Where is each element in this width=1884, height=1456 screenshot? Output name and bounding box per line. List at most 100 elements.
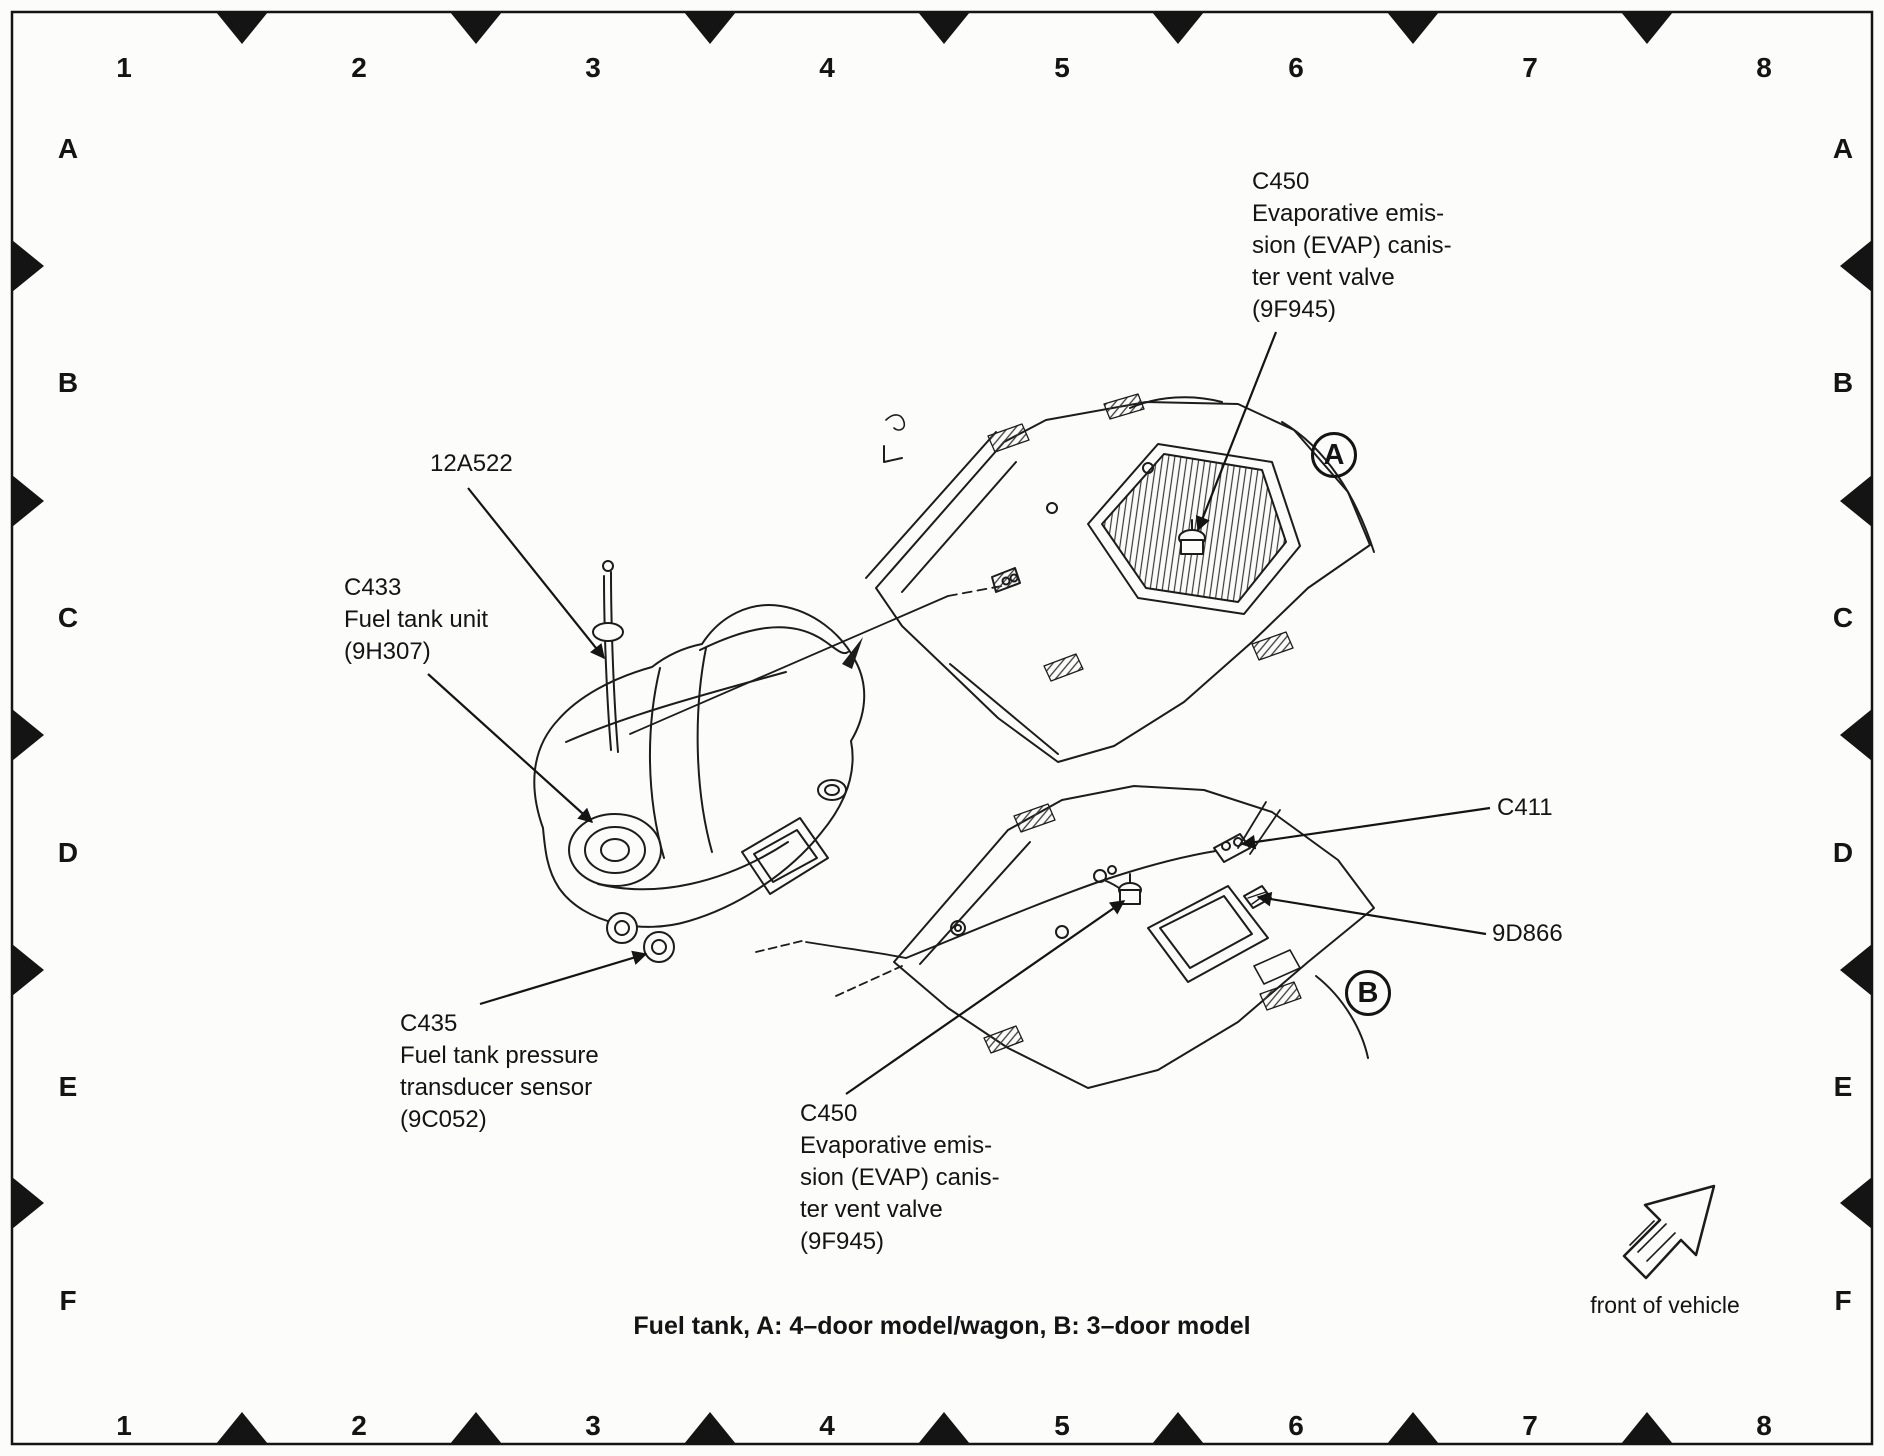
floor-feature [1147, 885, 1269, 983]
grid-triangle-bottom [1387, 1412, 1439, 1444]
grid-col-bottom-4: 4 [819, 1410, 835, 1441]
grid-row-left-a: A [57, 133, 79, 164]
grid-row-left-d: D [57, 837, 79, 868]
hatched-patch [1259, 981, 1302, 1011]
grid-triangle-top [450, 12, 502, 44]
view-b-drawing [755, 785, 1375, 1089]
grid-triangle-top [216, 12, 268, 44]
harness-dashed [835, 965, 903, 997]
grid-triangle-top [1152, 12, 1204, 44]
grid-triangle-left [12, 475, 44, 527]
leader-c435 [479, 950, 648, 1006]
grid-triangle-right [1840, 1177, 1872, 1229]
grid-triangle-right [1840, 475, 1872, 527]
ring-fitting [643, 931, 675, 963]
grid-triangle-right [1840, 944, 1872, 996]
grid-triangle-bottom [216, 1412, 268, 1444]
wheel-arch-line [1315, 975, 1369, 1059]
grid-triangle-top [918, 12, 970, 44]
grid-triangle-left [12, 944, 44, 996]
grid-row-right-f: F [1834, 1285, 1852, 1316]
grid-col-bottom-3: 3 [585, 1410, 601, 1441]
grid-col-top-8: 8 [1756, 52, 1772, 83]
harness-line-b [905, 847, 1239, 959]
tank-fitting [817, 779, 847, 801]
leader-c411 [1240, 806, 1491, 850]
hatched-patch [987, 423, 1030, 453]
leader-lines [427, 331, 1491, 1095]
grid-col-bottom-1: 1 [116, 1410, 132, 1441]
filler-hose [699, 626, 849, 655]
grid-col-top-6: 6 [1288, 52, 1304, 83]
grid-col-top-5: 5 [1054, 52, 1070, 83]
harness-line [629, 595, 949, 735]
hatched-patch [983, 1025, 1024, 1054]
grid-row-right-a: A [1832, 133, 1854, 164]
callout-9d866: 9D866 [1492, 920, 1563, 947]
leader-9d866 [1256, 891, 1487, 936]
leader-c450-top [1196, 331, 1278, 532]
grid-row-right-d: D [1832, 837, 1854, 868]
view-a-marker: A [1311, 432, 1357, 478]
grid-row-left-b: B [57, 367, 79, 398]
grid-row-left-e: E [58, 1071, 78, 1102]
grid-triangle-bottom [918, 1412, 970, 1444]
grid-col-top-1: 1 [116, 52, 132, 83]
grid-triangle-top [684, 12, 736, 44]
grid-triangle-top [1387, 12, 1439, 44]
tank-strap [696, 647, 713, 853]
figure-caption: Fuel tank, A: 4–door model/wagon, B: 3–d… [633, 1312, 1251, 1340]
leader-c433 [427, 673, 594, 823]
view-b-marker: B [1345, 970, 1391, 1016]
grid-triangle-left [12, 1177, 44, 1229]
floor-pan-a-outline [875, 401, 1371, 763]
callout-12a522: 12A522 [430, 450, 513, 477]
grid-col-bottom-2: 2 [351, 1410, 367, 1441]
fuel-tank-drawing [533, 560, 1021, 963]
grid-col-top-3: 3 [585, 52, 601, 83]
callout-c450-top: C450 Evaporative emis- sion (EVAP) canis… [1252, 168, 1452, 323]
grid-edge-triangles [12, 12, 1872, 1444]
ring-fitting [606, 912, 638, 944]
grid-row-left-f: F [59, 1285, 77, 1316]
grid-col-top-2: 2 [351, 52, 367, 83]
spare-tire-well-hatched [1101, 453, 1287, 603]
grid-triangle-bottom [684, 1412, 736, 1444]
harness-line-dashed [947, 585, 1003, 597]
floor-feature [1253, 949, 1301, 985]
grid-triangle-top [1621, 12, 1673, 44]
grid-col-bottom-5: 5 [1054, 1410, 1070, 1441]
callout-c450-bottom: C450 Evaporative emis- sion (EVAP) canis… [800, 1100, 1000, 1255]
floor-pan-b-outline [893, 785, 1375, 1089]
hatched-patch [1103, 393, 1145, 420]
hatched-patch [1013, 803, 1056, 833]
fuel-pump-flange [568, 813, 662, 887]
hatched-patch [1251, 631, 1294, 661]
grid-col-top-4: 4 [819, 52, 835, 83]
tank-strap [649, 667, 665, 859]
harness-dashed [755, 939, 807, 953]
fuel-tank-outline [533, 604, 866, 928]
grid-triangle-left [12, 709, 44, 761]
grid-triangle-right [1840, 240, 1872, 292]
view-a-drawing [865, 393, 1375, 763]
grid-triangle-bottom [1152, 1412, 1204, 1444]
front-of-vehicle-label: front of vehicle [1590, 1292, 1740, 1318]
callout-c411: C411 [1497, 794, 1553, 821]
leader-c450-bottom [845, 900, 1126, 1095]
grid-row-right-e: E [1833, 1071, 1853, 1102]
grid-col-bottom-6: 6 [1288, 1410, 1304, 1441]
callout-c433: C433 Fuel tank unit (9H307) [344, 574, 489, 665]
grid-col-bottom-7: 7 [1522, 1410, 1538, 1441]
leader-12a522 [467, 487, 605, 660]
callout-c435: C435 Fuel tank pressure transducer senso… [400, 1010, 599, 1133]
front-of-vehicle-arrow-icon [1622, 1184, 1716, 1280]
9d866-part [1243, 885, 1272, 909]
tank-recess [741, 817, 829, 895]
vent-tube [610, 571, 619, 753]
spare-tire-well-rim [1087, 443, 1301, 615]
hatched-patch [1043, 653, 1084, 682]
grid-col-bottom-8: 8 [1756, 1410, 1772, 1441]
